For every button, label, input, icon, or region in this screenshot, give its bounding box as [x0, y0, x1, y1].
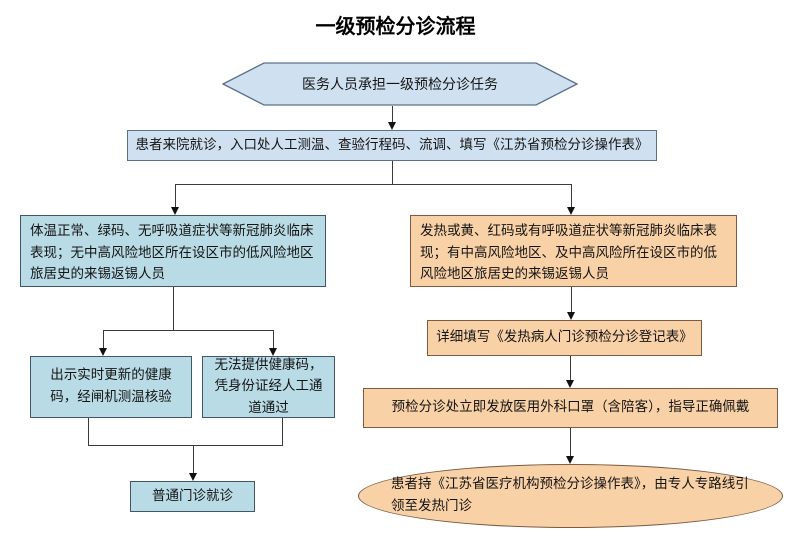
mask-distribution-box: 预检分诊处立即发放医用外科口罩（含陪客），指导正确佩戴 [363, 388, 778, 428]
arrow-down-icon [565, 380, 574, 388]
no-healthcode-box: 无法提供健康码，凭身份证经人工通道通过 [202, 356, 335, 418]
normal-clinic-box: 普通门诊就诊 [130, 481, 255, 512]
arrow-down-icon [188, 473, 197, 481]
flow-line [571, 184, 572, 207]
flow-line [103, 330, 274, 331]
flow-line [282, 418, 283, 445]
arrow-down-icon [566, 207, 575, 215]
arrow-down-icon [566, 312, 575, 320]
flow-line [193, 445, 194, 473]
flow-line [175, 184, 572, 185]
show-healthcode-box: 出示实时更新的健康码，经闸机测温核验 [30, 356, 192, 418]
flow-line [88, 418, 89, 445]
flow-line [88, 445, 283, 446]
page-title: 一级预检分诊流程 [315, 14, 476, 38]
normal-branch-box: 体温正常、绿码、无呼吸道症状等新冠肺炎临床表现；无中高风险地区所在设区市的低风险… [20, 215, 326, 287]
flow-line [175, 184, 176, 207]
hexagon-shape [222, 62, 578, 106]
flow-line [570, 428, 571, 456]
flow-line [173, 287, 174, 330]
arrow-down-icon [565, 456, 574, 464]
flow-line [392, 106, 393, 123]
arrow-down-icon [98, 348, 107, 356]
flow-line [570, 356, 571, 380]
arrow-down-icon [170, 207, 179, 215]
flow-line [103, 330, 104, 349]
flow-line [392, 161, 393, 184]
start-hexagon-label: 医务人员承担一级预检分诊任务 [302, 77, 498, 93]
flow-line [571, 287, 572, 312]
fever-escort-ellipse: 患者持《江苏省医疗机构预检分诊操作表》，由专人专路线引领至发热门诊 [358, 464, 783, 528]
arrow-down-icon [268, 348, 277, 356]
arrival-step-box: 患者来院就诊，入口处人工测温、查验行程码、流调、填写《江苏省预检分诊操作表》 [127, 130, 657, 161]
fever-register-box: 详细填写《发热病人门诊预检分诊登记表》 [427, 320, 702, 356]
start-hexagon: 医务人员承担一级预检分诊任务 [222, 62, 578, 106]
fever-branch-box: 发热或黄、红码或有呼吸道症状等新冠肺炎临床表现；有中高风险地区、及中高风险所在设… [410, 215, 737, 287]
arrow-down-icon [387, 122, 396, 130]
flow-line [273, 330, 274, 349]
